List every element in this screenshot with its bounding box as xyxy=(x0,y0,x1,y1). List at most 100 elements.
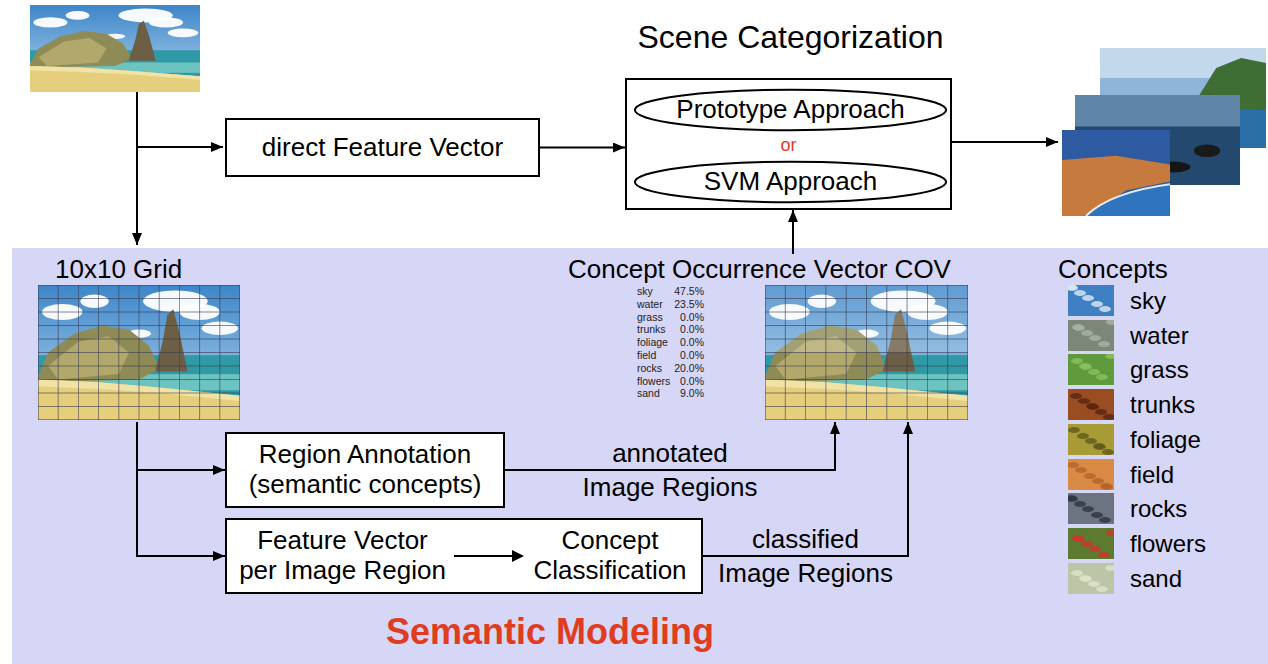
connector-word: or xyxy=(627,134,950,156)
legend-label: flowers xyxy=(1130,528,1206,559)
legend-row: flowers xyxy=(1068,528,1258,559)
grid-picture xyxy=(155,309,187,371)
inner-arrow xyxy=(454,548,524,564)
cov-grid-picture xyxy=(765,285,968,420)
legend-label: rocks xyxy=(1130,493,1187,524)
input-photo xyxy=(39,38,107,66)
concept-swatch xyxy=(1072,324,1084,330)
concept-swatch xyxy=(1071,358,1083,364)
grid-picture xyxy=(159,285,160,420)
concept-swatch xyxy=(1068,285,1114,316)
concept-swatch xyxy=(1096,374,1108,380)
grid-image: 10x10 Grid xyxy=(36,254,242,422)
concept-swatch xyxy=(1091,512,1103,518)
output-photo xyxy=(1062,156,1170,216)
concept-swatch xyxy=(1105,565,1114,571)
grid-picture xyxy=(38,285,240,420)
concept-swatch xyxy=(1068,528,1114,559)
input-photo xyxy=(30,5,200,92)
concept-swatch xyxy=(1077,433,1089,439)
concept-swatch xyxy=(1093,443,1105,449)
grid-picture xyxy=(48,336,129,379)
output-photo xyxy=(1062,130,1170,216)
grid-picture xyxy=(38,393,240,394)
input-photo xyxy=(168,28,199,37)
legend-label: foliage xyxy=(1130,424,1201,455)
concept-swatch xyxy=(1091,301,1103,307)
concept-swatch xyxy=(1071,570,1083,576)
concept-swatch xyxy=(1068,320,1114,351)
input-photo xyxy=(30,66,200,80)
table-cell: foliage xyxy=(637,336,681,348)
legend-label: trunks xyxy=(1130,389,1195,420)
table-cell: trunks xyxy=(637,323,681,335)
concept-swatch xyxy=(1085,438,1097,444)
concept-swatch xyxy=(1106,530,1114,536)
table-cell: 47.5% xyxy=(664,285,704,297)
concept-swatch xyxy=(1073,536,1085,542)
concept-swatch xyxy=(1106,320,1114,325)
legend-label: grass xyxy=(1130,354,1189,385)
concept-swatch xyxy=(1068,459,1114,490)
concept-swatch xyxy=(1084,473,1096,479)
concept-swatch xyxy=(1080,364,1092,370)
concept-swatch xyxy=(1082,506,1094,512)
cov-grid-picture xyxy=(907,285,908,420)
input-photo xyxy=(30,5,200,92)
band-fill xyxy=(12,248,1268,664)
grid-picture xyxy=(219,285,220,420)
legend-row: sand xyxy=(1068,563,1258,594)
legend-heading: Concepts xyxy=(1058,254,1258,284)
concept-swatch xyxy=(1068,285,1077,290)
edge-label: annotated Image Regions xyxy=(580,436,761,504)
inner-arrow xyxy=(454,555,512,557)
concept-swatch xyxy=(1087,404,1099,410)
concept-swatch xyxy=(1078,398,1090,404)
legend-label: water xyxy=(1130,320,1189,351)
legend-row: trunks xyxy=(1068,389,1258,420)
table-cell: 23.5% xyxy=(664,298,704,310)
cov-grid-picture xyxy=(927,285,928,420)
concept-swatch xyxy=(1102,449,1114,455)
flow-arrow xyxy=(952,141,1058,143)
grid-picture xyxy=(38,285,240,420)
table-cell: 0.0% xyxy=(664,349,704,361)
input-photo xyxy=(33,17,67,27)
legend-row: water xyxy=(1068,320,1258,351)
concept-swatch xyxy=(1099,306,1111,312)
concept-swatch xyxy=(1068,354,1114,385)
concept-swatch xyxy=(1081,541,1093,547)
grid-picture xyxy=(179,285,180,420)
cov-grid-picture xyxy=(765,393,968,394)
concept-swatch xyxy=(1074,290,1086,296)
table-cell: flowers xyxy=(637,375,681,387)
concept-swatch xyxy=(1075,467,1087,473)
legend-row: grass xyxy=(1068,354,1258,385)
connector-arrow xyxy=(540,147,625,149)
ellipse-outline xyxy=(635,90,946,130)
concept-swatch xyxy=(1079,575,1091,581)
concept-swatch xyxy=(1095,409,1107,415)
input-photo xyxy=(66,11,90,20)
category-box: Scene CategorizationorPrototype Approach… xyxy=(625,78,952,210)
legend-label: sky xyxy=(1130,285,1166,316)
inner-arrow xyxy=(512,550,524,562)
table-cell: 20.0% xyxy=(664,362,704,374)
concept-swatch xyxy=(1072,535,1084,541)
grid-picture xyxy=(38,366,240,367)
connector-arrow xyxy=(792,210,794,254)
box-label: SVM Approach xyxy=(704,167,877,197)
connector-arrow xyxy=(137,422,225,470)
table-cell: grass xyxy=(637,311,681,323)
connector-arrow xyxy=(137,422,225,556)
concept-swatch xyxy=(1098,552,1110,558)
section-title: Semantic Modeling xyxy=(250,611,850,653)
table-cell: 0.0% xyxy=(664,311,704,323)
concept-swatch xyxy=(1068,496,1078,502)
input-photo xyxy=(30,66,200,92)
concept-swatch xyxy=(1088,581,1100,587)
concept-swatch xyxy=(1100,483,1112,489)
concept-swatch xyxy=(1086,403,1098,409)
legend-row: sky xyxy=(1068,285,1258,316)
